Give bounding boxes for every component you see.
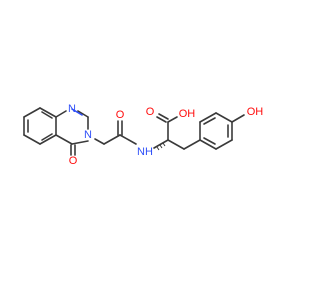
linker-bonds	[94, 120, 169, 149]
molecule-structure-diagram: N N O O NH O OH OH	[0, 0, 300, 300]
amide-oxygen-label: O	[116, 109, 125, 121]
amide-nh-label: NH	[137, 146, 153, 158]
ketone-oxygen-label: O	[69, 155, 78, 167]
stereo-hash-bond	[156, 142, 166, 151]
acid-hydroxyl-label: OH	[179, 108, 196, 120]
amino-acid-core	[156, 113, 201, 150]
diagram-background	[0, 0, 300, 300]
carbonyl-oxygen-label: O	[146, 106, 155, 118]
pyrimidinone-ring	[55, 108, 89, 156]
phenol-ring	[199, 112, 245, 150]
phenol-hydroxyl-label: OH	[247, 106, 264, 118]
ring-n3-label: N	[84, 129, 92, 141]
benzo-ring	[23, 107, 57, 145]
ring-n1-label: N	[68, 103, 76, 115]
